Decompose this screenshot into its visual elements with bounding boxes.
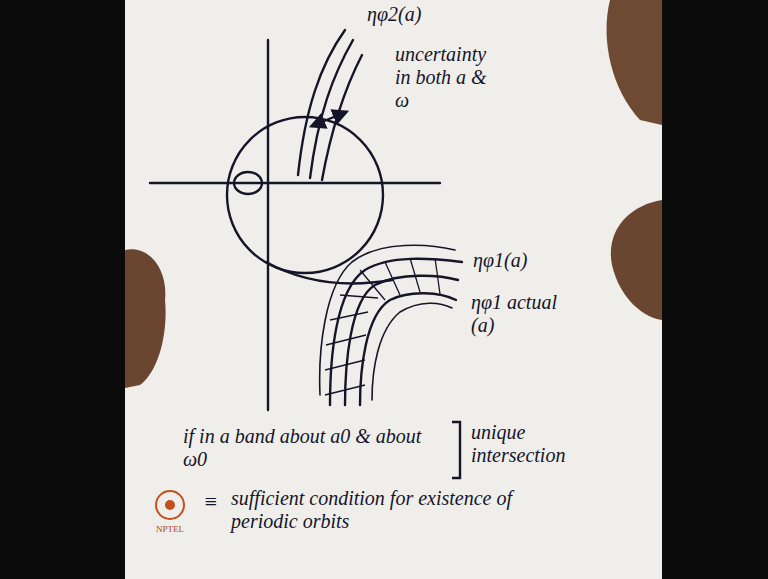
logo-mark bbox=[156, 491, 184, 519]
watermark: NPTEL bbox=[153, 523, 187, 535]
describing-function-curve bbox=[360, 293, 456, 405]
describing-function-curve bbox=[372, 303, 452, 400]
curve-label: ηφ2(a) bbox=[364, 2, 424, 27]
condition-text: if in a band about a0 & about ω0 bbox=[180, 424, 448, 472]
imaginary-axis bbox=[267, 40, 269, 410]
hand bbox=[607, 0, 662, 125]
hand bbox=[611, 200, 662, 320]
describing-function-curve bbox=[298, 30, 345, 175]
bracket bbox=[452, 422, 460, 478]
note: unique intersection bbox=[468, 420, 584, 468]
curve-label: ηφ1(a) bbox=[470, 248, 530, 273]
small-loop bbox=[234, 172, 262, 194]
curve-label: ηφ1 actual (a) bbox=[468, 290, 564, 338]
describing-function-curve bbox=[310, 40, 353, 178]
real-axis bbox=[150, 182, 440, 184]
equivalence-symbol: ≡ bbox=[200, 488, 221, 515]
paper-sheet bbox=[125, 0, 662, 579]
describing-function-curve bbox=[330, 259, 462, 405]
unit-circle bbox=[227, 117, 383, 273]
logo-mark bbox=[165, 500, 175, 510]
note: uncertainty in both a & ω bbox=[392, 42, 508, 113]
describing-function-curve bbox=[322, 55, 362, 180]
hand bbox=[125, 249, 166, 388]
conclusion-text: sufficient condition for existence of pe… bbox=[228, 486, 524, 534]
describing-function-curve bbox=[320, 245, 455, 395]
uncertainty-arrow bbox=[312, 112, 346, 126]
band-hatching bbox=[325, 258, 440, 395]
